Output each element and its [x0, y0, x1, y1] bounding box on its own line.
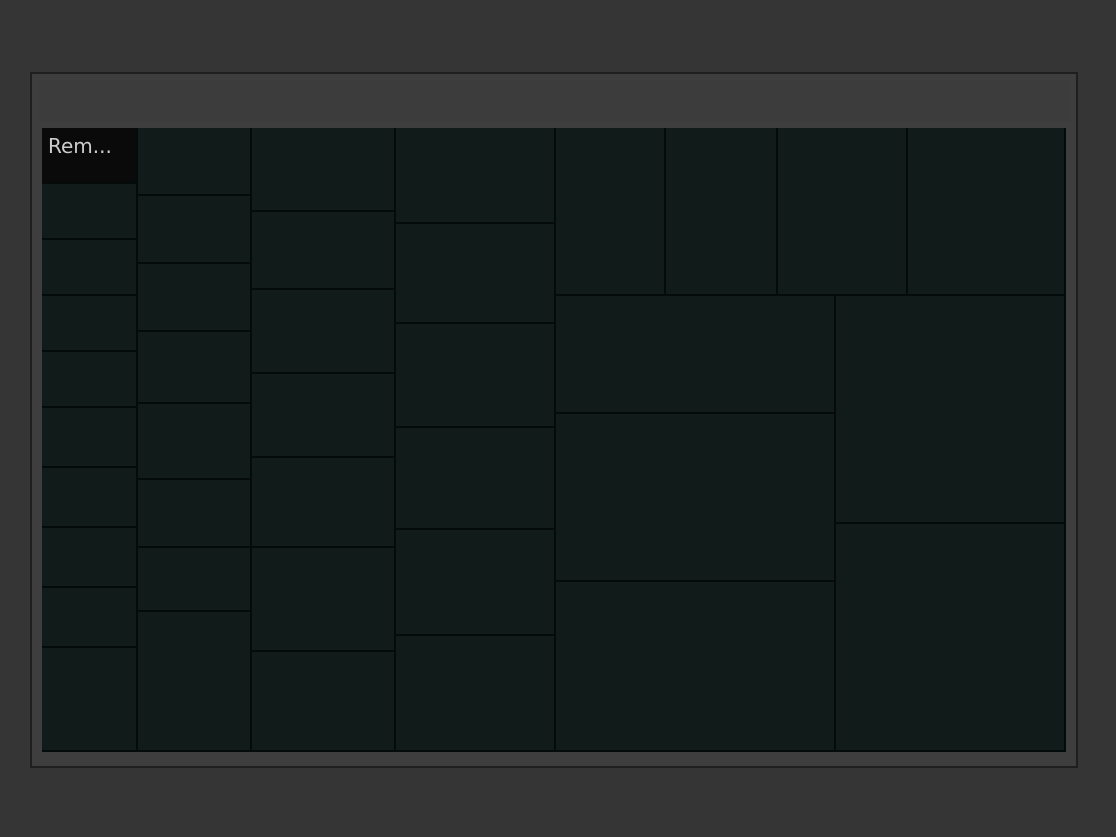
- treemap-tile[interactable]: [252, 290, 396, 374]
- treemap-tile[interactable]: [556, 296, 836, 414]
- treemap-tile[interactable]: [556, 414, 836, 582]
- treemap-tile[interactable]: [396, 636, 556, 752]
- treemap-tile[interactable]: [42, 240, 138, 296]
- treemap: Rem...: [42, 128, 1066, 752]
- treemap-tile[interactable]: [138, 548, 252, 612]
- treemap-tile[interactable]: [42, 408, 138, 468]
- treemap-tile[interactable]: [138, 404, 252, 480]
- treemap-tile[interactable]: [138, 264, 252, 332]
- treemap-tile[interactable]: [42, 352, 138, 408]
- title-bar: [38, 80, 1070, 122]
- treemap-tile[interactable]: [556, 128, 666, 296]
- treemap-tile[interactable]: [396, 128, 556, 224]
- treemap-tile[interactable]: [42, 588, 138, 648]
- treemap-tile[interactable]: [252, 458, 396, 548]
- treemap-tile[interactable]: [252, 652, 396, 752]
- treemap-tile[interactable]: [778, 128, 908, 296]
- treemap-tile[interactable]: [138, 332, 252, 404]
- treemap-tile[interactable]: [252, 212, 396, 290]
- treemap-tile[interactable]: [836, 524, 1066, 752]
- treemap-tile[interactable]: [42, 528, 138, 588]
- treemap-tile[interactable]: [252, 374, 396, 458]
- treemap-tile[interactable]: [138, 480, 252, 548]
- treemap-tile[interactable]: [836, 296, 1066, 524]
- treemap-tile[interactable]: [42, 468, 138, 528]
- treemap-tile[interactable]: [138, 612, 252, 752]
- treemap-tile[interactable]: [42, 296, 138, 352]
- treemap-tile[interactable]: [556, 582, 836, 752]
- treemap-tile[interactable]: [396, 324, 556, 428]
- treemap-tile[interactable]: [396, 530, 556, 636]
- treemap-tile[interactable]: [252, 548, 396, 652]
- treemap-tile[interactable]: [42, 184, 138, 240]
- treemap-tile[interactable]: [908, 128, 1066, 296]
- treemap-tile[interactable]: [42, 648, 138, 752]
- treemap-tile[interactable]: [396, 428, 556, 530]
- treemap-tile[interactable]: [396, 224, 556, 324]
- treemap-tile[interactable]: [138, 196, 252, 264]
- treemap-tile[interactable]: [252, 128, 396, 212]
- treemap-tile-header[interactable]: Rem...: [42, 128, 138, 184]
- tile-label: Rem...: [48, 134, 112, 158]
- treemap-tile[interactable]: [138, 128, 252, 196]
- treemap-tile[interactable]: [666, 128, 778, 296]
